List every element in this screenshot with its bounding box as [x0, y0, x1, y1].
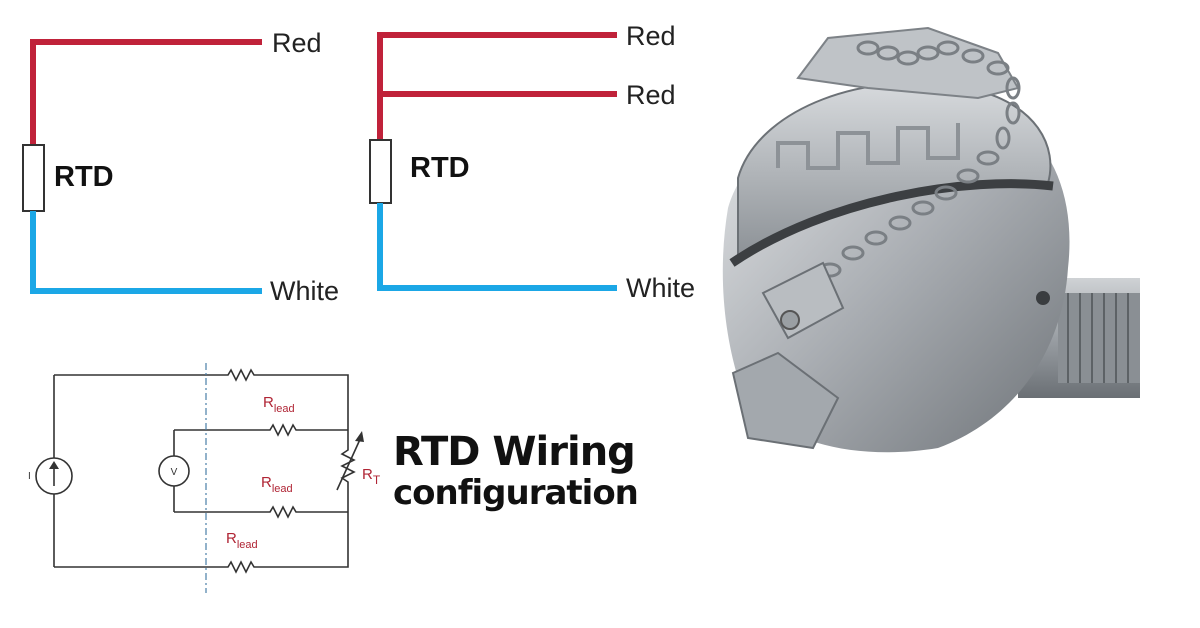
- source-label: I: [28, 471, 31, 482]
- cap-logo-pattern: [776, 123, 960, 170]
- three-wire-diagram: Red Red RTD White: [369, 21, 695, 303]
- three-wire-red-label-2: Red: [626, 80, 676, 110]
- two-wire-white-label: White: [270, 276, 339, 306]
- lead-label-1: Rlead: [263, 394, 295, 415]
- three-wire-white-label: White: [626, 273, 695, 303]
- lead-label-2: Rlead: [261, 474, 293, 495]
- two-wire-red-lead: [30, 39, 262, 148]
- voltmeter: [158, 455, 190, 487]
- three-wire-white-lead: [377, 203, 617, 291]
- current-source: [35, 457, 73, 495]
- two-wire-rtd-label: RTD: [54, 161, 114, 193]
- housing-hole: [1036, 291, 1050, 305]
- two-wire-red-label: Red: [272, 28, 322, 58]
- three-wire-red-label-1: Red: [626, 21, 676, 51]
- lead-wire-2: [174, 505, 348, 519]
- three-wire-rtd-label: RTD: [410, 152, 470, 184]
- two-wire-rtd-element: [22, 144, 45, 212]
- bottom-wire: [54, 512, 349, 574]
- headline-line-1: RTD Wiring: [393, 429, 636, 475]
- two-wire-white-lead: [30, 211, 262, 294]
- sensor-label: RT: [362, 466, 381, 487]
- two-wire-diagram: Red RTD White: [22, 28, 339, 306]
- rt-resistor: [340, 430, 356, 512]
- rtd-head-photo: [722, 26, 1140, 453]
- lead-label-3: Rlead: [226, 530, 258, 551]
- rt-variable-arrow: [336, 434, 363, 491]
- three-wire-red-lead-1: [377, 32, 617, 142]
- headline-line-2: configuration: [393, 473, 639, 513]
- top-wire: [54, 368, 349, 430]
- three-wire-rtd-element: [369, 139, 392, 204]
- meter-label: V: [171, 467, 178, 478]
- wiring-schematic: I V Rlead Rlead Rlead RT: [28, 363, 381, 593]
- lead-wire-1: [174, 423, 348, 437]
- headline: RTD Wiring configuration: [393, 429, 639, 513]
